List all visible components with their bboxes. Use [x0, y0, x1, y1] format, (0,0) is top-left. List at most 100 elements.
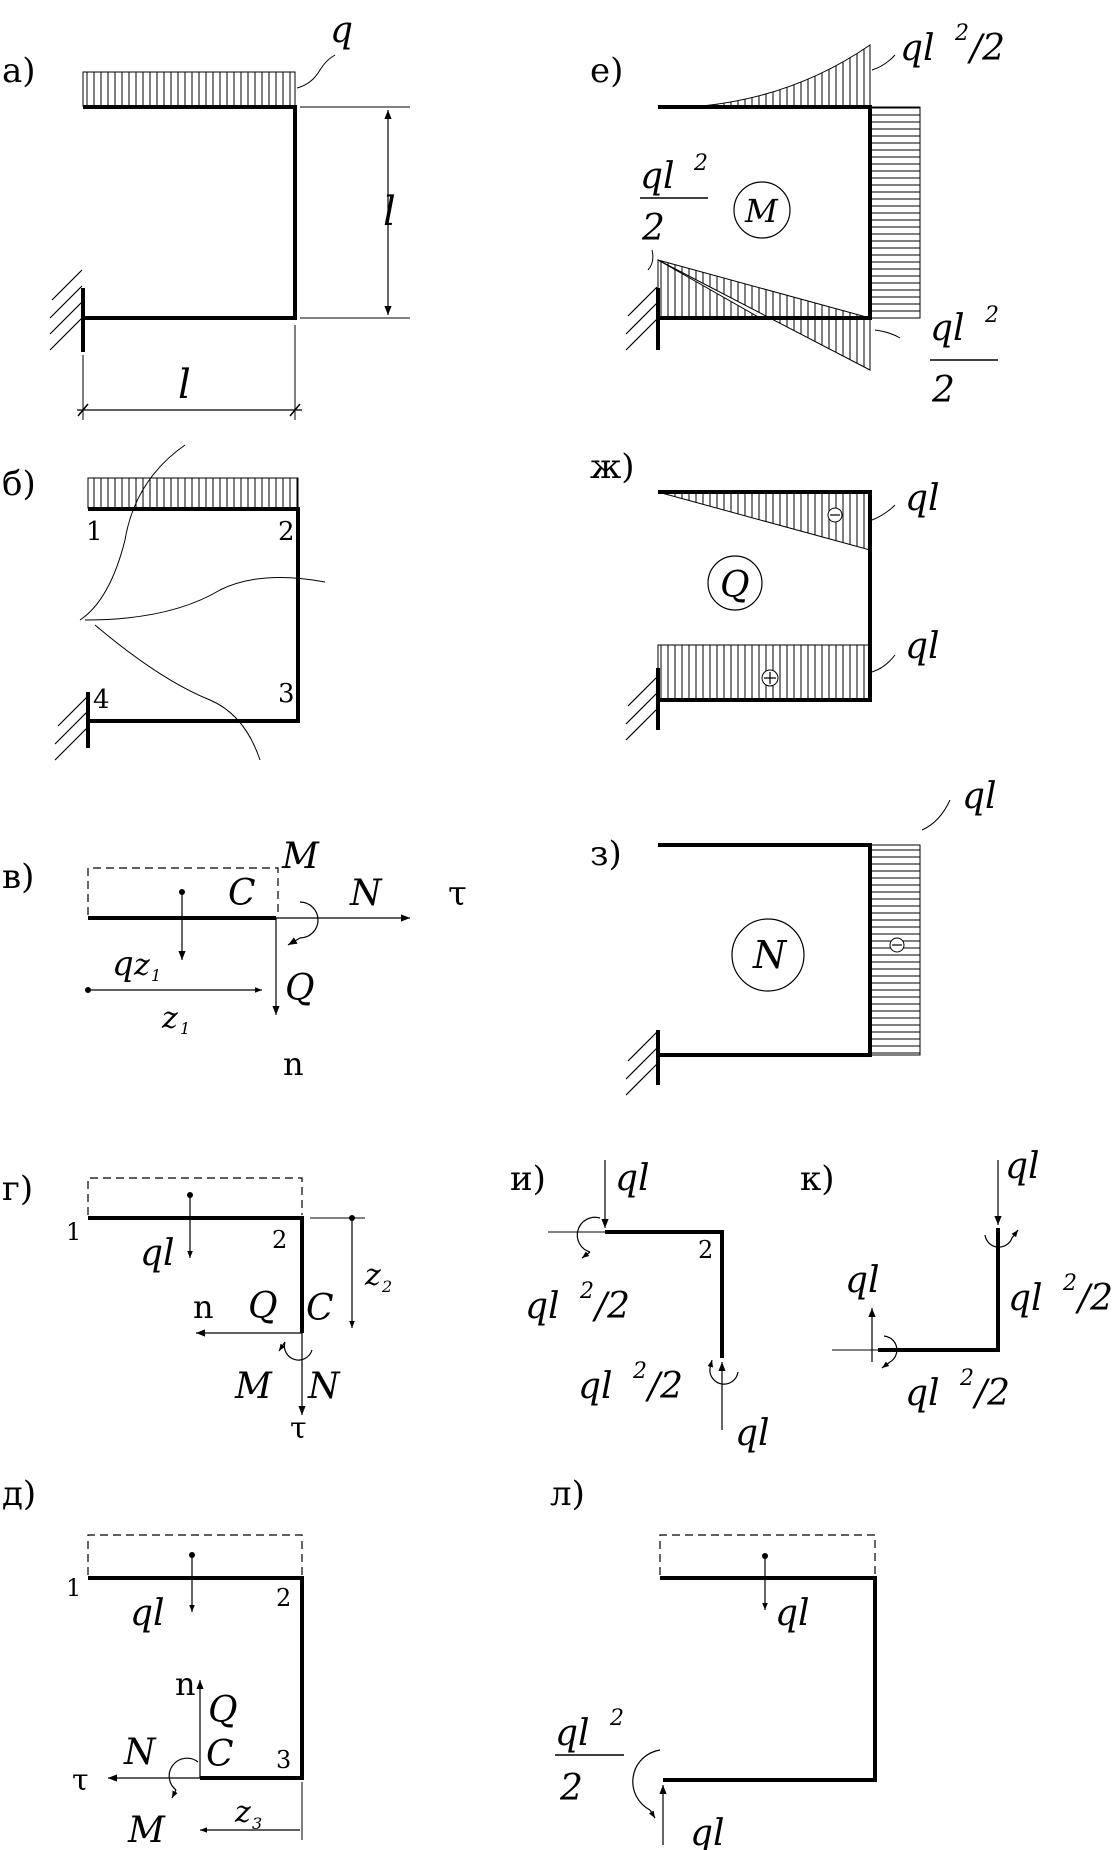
ql-label: ql	[130, 1593, 165, 1634]
ql-left-label: ql	[845, 1260, 880, 1301]
load-dashed-outline	[87, 867, 279, 915]
frame-segment	[878, 1228, 1000, 1352]
N-label: N	[123, 1732, 157, 1773]
dim-z1-start	[85, 987, 91, 993]
ql-top: ql	[905, 478, 940, 519]
panel-z-label: з)	[590, 834, 622, 874]
plus-sign-bars	[764, 672, 776, 684]
panel-zh: ж) ql Q ql	[590, 447, 940, 741]
node-2: 2	[276, 1584, 291, 1612]
panel-b-label: б)	[2, 464, 36, 504]
M-circle	[733, 181, 791, 239]
ql-bottom: ql	[905, 626, 940, 667]
moment-arc	[632, 1749, 661, 1811]
moment-right-rect	[869, 106, 921, 319]
node-2: 2	[698, 1236, 713, 1264]
moment-top-arrowhead	[1011, 1229, 1019, 1239]
frame	[658, 105, 872, 320]
tau-label: τ	[290, 1411, 307, 1446]
panel-d: д) 1 ql 2 n Q N C 3 τ M z 3	[2, 1474, 304, 1850]
z2-label: z	[364, 1258, 381, 1293]
distributed-load	[82, 71, 296, 107]
dim-ticks	[77, 403, 301, 417]
section-curve-2	[84, 577, 326, 621]
q-label: q	[330, 10, 353, 51]
right-value-num: ql	[930, 308, 965, 349]
frame-segment	[88, 1216, 304, 1333]
section-curve-1	[79, 444, 186, 621]
moment-top-value: ql	[525, 1286, 560, 1327]
Q-label: Q	[720, 565, 750, 606]
ql-top-label: ql	[1005, 1146, 1040, 1187]
moment-arrowhead	[648, 1809, 656, 1819]
moment-M-arc	[168, 1757, 199, 1791]
load-dashed-outline	[87, 1534, 303, 1575]
bottom-leader	[871, 654, 896, 673]
panel-v-label: в)	[2, 857, 34, 897]
panel-k-label: к)	[800, 1159, 835, 1199]
frame-segment	[605, 1230, 724, 1358]
frame	[658, 490, 872, 702]
top-value-tail: /2	[967, 28, 1005, 69]
moment-bottom-value: ql	[578, 1366, 613, 1407]
N-circle	[731, 918, 805, 992]
moment-M-arrowhead	[278, 1341, 286, 1352]
ql-leader	[921, 799, 951, 831]
n-label: n	[193, 1288, 214, 1326]
n-label: n	[283, 1045, 304, 1083]
moment-bottom-tail: /2	[972, 1373, 1010, 1414]
node-3: 3	[276, 1746, 291, 1774]
top-value-sup: 2	[954, 21, 969, 46]
ql-label: ql	[140, 1233, 175, 1274]
node-2: 2	[278, 517, 295, 547]
frame	[83, 105, 297, 320]
M-label: M	[234, 1366, 273, 1407]
node-1: 1	[66, 1574, 81, 1602]
moment-bottom-triangle	[657, 259, 871, 371]
z1-sub-label: 1	[180, 1019, 190, 1038]
moment-top-parabola	[689, 44, 871, 108]
tau-label: τ	[72, 1763, 89, 1798]
panel-v: в) M N τ C q z 1 Q z 1 n	[2, 836, 467, 1083]
panel-a: а) q l l	[2, 10, 410, 420]
moment-bottom-value: ql	[905, 1373, 940, 1414]
moment-bottom-tail: /2	[645, 1366, 683, 1407]
support-hatch	[49, 269, 83, 351]
tau-label: τ	[448, 874, 467, 914]
top-value: ql	[900, 28, 935, 69]
moment-right-tail: /2	[1075, 1278, 1113, 1319]
ql-top-label: ql	[775, 1593, 810, 1634]
N-label: N	[307, 1366, 341, 1407]
panel-zh-label: ж)	[590, 447, 635, 487]
right-value-sup: 2	[984, 303, 999, 328]
l-vertical-label: l	[383, 189, 396, 235]
panel-g: г) 1 ql 2 z 2 n Q C M N τ	[2, 1169, 392, 1446]
panel-e: е) ql 2 /2 ql 2 2 M ql 2 2	[590, 21, 1005, 411]
left-value-sup: 2	[693, 151, 708, 176]
moment-bottom-arc	[709, 1367, 739, 1385]
node-1: 1	[66, 1218, 81, 1246]
qz-q-label: q	[112, 944, 134, 984]
C-label: C	[228, 873, 256, 914]
qz-sub-label: 1	[151, 966, 161, 985]
left-value-num: ql	[640, 156, 675, 197]
moment-bottom-arrowhead	[881, 1361, 891, 1369]
moment-num: ql	[555, 1713, 590, 1754]
moment-top-sup: 2	[579, 1279, 594, 1304]
ql-label: ql	[962, 776, 997, 817]
section-curve-3	[94, 624, 261, 761]
moment-M-arc	[283, 1341, 313, 1361]
M-label: M	[281, 836, 320, 877]
moment-top-arc	[576, 1216, 601, 1253]
frame	[660, 1576, 877, 1782]
node-2: 2	[272, 1226, 287, 1254]
panel-l: л) ql ql 2 2 ql	[550, 1474, 877, 1850]
ql-top-label: ql	[615, 1158, 650, 1199]
qz-z-label: z	[133, 948, 150, 983]
C-label: C	[306, 1288, 334, 1329]
moment-top-arrowhead	[581, 1251, 591, 1259]
ql-bottom-label: ql	[735, 1413, 770, 1454]
z3-label: z	[234, 1795, 251, 1830]
node-4: 4	[93, 685, 110, 715]
